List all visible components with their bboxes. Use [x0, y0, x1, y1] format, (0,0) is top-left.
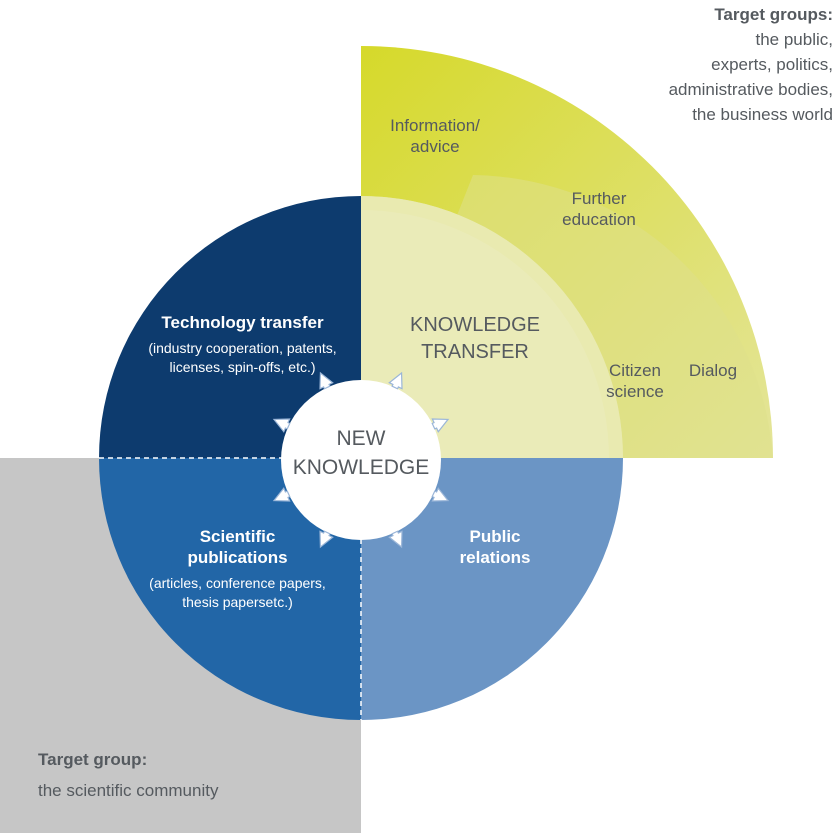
label-technology-transfer: Technology transfer (industry cooperatio… — [130, 312, 355, 377]
technology-transfer-quadrant — [99, 196, 361, 458]
new-knowledge-line2: KNOWLEDGE — [292, 456, 430, 479]
label-scientific-publications: Scientific publications (articles, confe… — [125, 526, 350, 612]
information-advice-line2: advice — [410, 137, 460, 157]
target-groups-line: the public, — [755, 30, 834, 49]
label-dialog: Dialog — [688, 361, 738, 380]
target-groups-heading: Target groups: — [714, 5, 833, 24]
target-group-heading: Target group: — [38, 750, 148, 769]
knowledge-transfer-line1: KNOWLEDGE — [409, 314, 541, 336]
technology-transfer-detail1: (industry cooperation, patents, — [148, 340, 337, 357]
citizen-science-line1: Citizen — [609, 361, 661, 380]
target-group-text: the scientific community — [38, 781, 219, 800]
label-further-education: Further education — [540, 188, 658, 231]
label-knowledge-transfer: KNOWLEDGE TRANSFER — [385, 312, 565, 366]
label-public-relations: Public relations — [440, 526, 550, 568]
technology-transfer-title: Technology transfer — [161, 313, 324, 332]
label-citizen-science: Citizen science — [590, 360, 680, 403]
target-groups-line: experts, politics, — [711, 55, 833, 74]
target-group-science: Target group: the scientific community — [38, 744, 218, 806]
scientific-publications-detail1: (articles, conference papers, — [149, 575, 326, 591]
technology-transfer-detail2: licenses, spin-offs, etc.) — [169, 359, 316, 376]
scientific-publications-title2: publications — [187, 548, 288, 567]
label-information-advice: Information/ advice — [372, 115, 498, 158]
scientific-publications-title1: Scientific — [199, 527, 276, 546]
center-circle — [281, 380, 441, 540]
further-education-line1: Further — [571, 189, 627, 208]
public-relations-line2: relations — [459, 548, 531, 567]
knowledge-transfer-inner — [361, 210, 609, 458]
scientific-publications-quadrant — [99, 458, 361, 720]
target-groups-line: the business world — [692, 105, 833, 124]
further-education-line2: education — [562, 210, 636, 230]
citizen-science-line2: science — [606, 382, 664, 402]
public-relations-quadrant — [361, 458, 623, 720]
target-groups-line: administrative bodies, — [668, 80, 833, 99]
label-new-knowledge: NEW KNOWLEDGE — [281, 424, 441, 482]
public-relations-line1: Public — [469, 527, 521, 546]
target-groups-public: Target groups: the public, experts, poli… — [669, 2, 833, 127]
radial-arrows — [272, 371, 450, 549]
knowledge-transfer-line2: TRANSFER — [421, 341, 529, 363]
information-advice-line1: Information/ — [390, 116, 480, 135]
scientific-publications-detail2: thesis papersetc.) — [182, 594, 293, 610]
new-knowledge-line1: NEW — [336, 427, 386, 450]
